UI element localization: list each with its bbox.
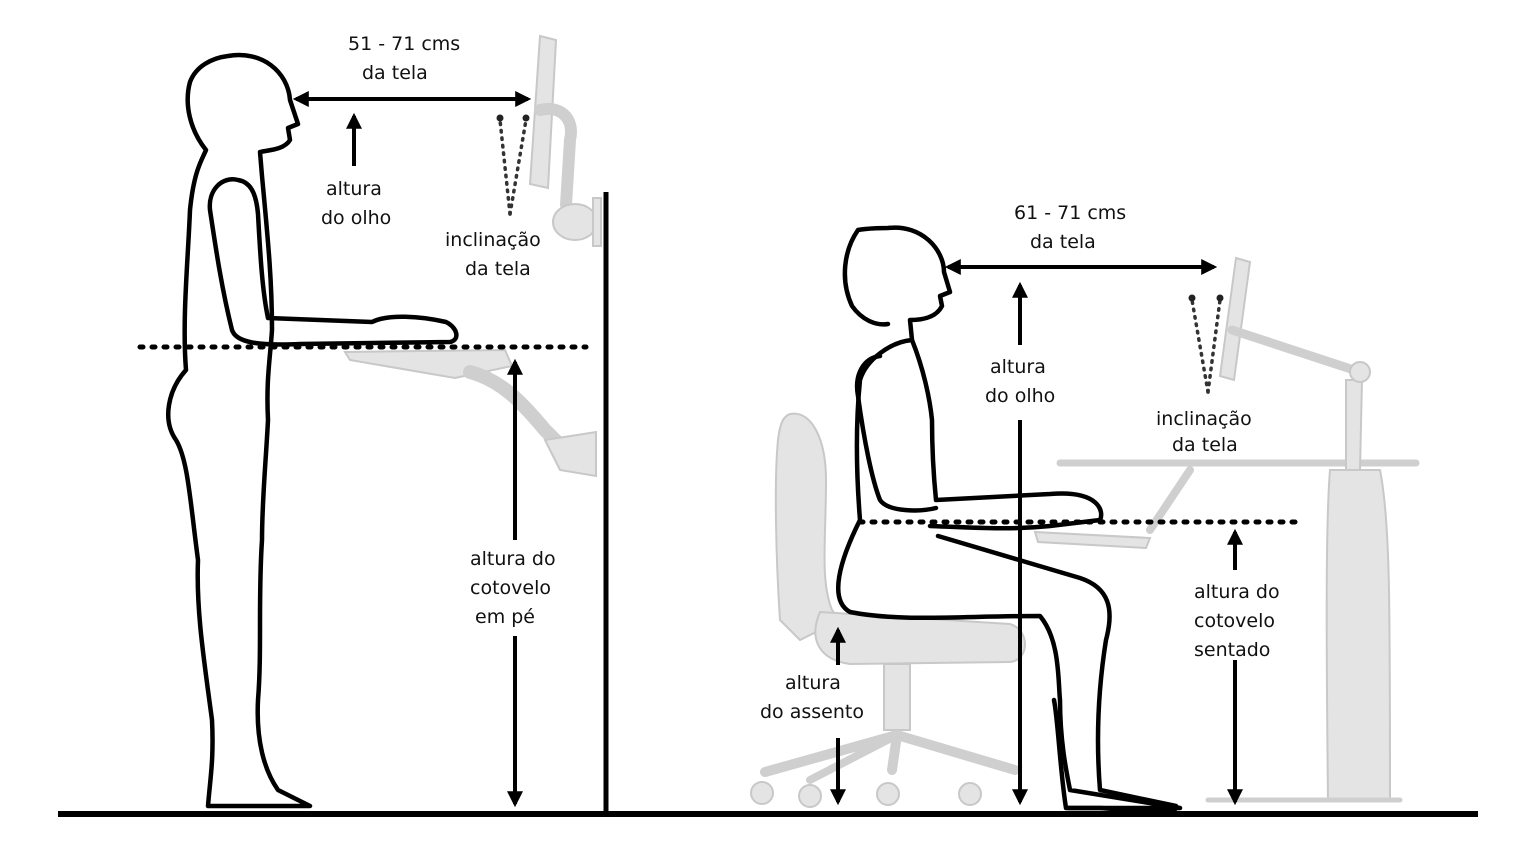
- sitting-monitor: [1218, 256, 1371, 383]
- sitting-distance-label: 61 - 71 cms da tela: [1014, 202, 1132, 253]
- standing-keyboard-tray: [343, 348, 597, 478]
- standing-tilt-label: inclinação da tela: [445, 229, 547, 280]
- sitting-keyboard-tray: [1033, 466, 1194, 550]
- standing-elbow-height-label: altura do cotovelo em pé: [470, 548, 562, 628]
- sitting-elbow-height-label: altura do cotovelo sentado: [1194, 581, 1286, 661]
- sitting-eye-height-label: altura do olho: [985, 356, 1055, 407]
- standing-tilt-arrows: [496, 114, 530, 216]
- standing-eye-height-label: altura do olho: [321, 178, 391, 229]
- sitting-scene: 61 - 71 cms da tela altura do olho incli…: [750, 202, 1420, 814]
- standing-scene: 51 - 71 cms da tela altura do olho incli…: [137, 33, 609, 812]
- chair: [750, 412, 1026, 808]
- standing-person: [166, 52, 459, 809]
- standing-distance-label: 51 - 71 cms da tela: [348, 33, 466, 84]
- seat-height-label: altura do assento: [760, 672, 864, 723]
- sitting-person: [835, 225, 1183, 814]
- sitting-tilt-label: inclinação da tela: [1156, 408, 1258, 456]
- sitting-tilt-arrows: [1188, 294, 1224, 394]
- standing-monitor: [528, 34, 602, 247]
- desk: [1056, 379, 1420, 803]
